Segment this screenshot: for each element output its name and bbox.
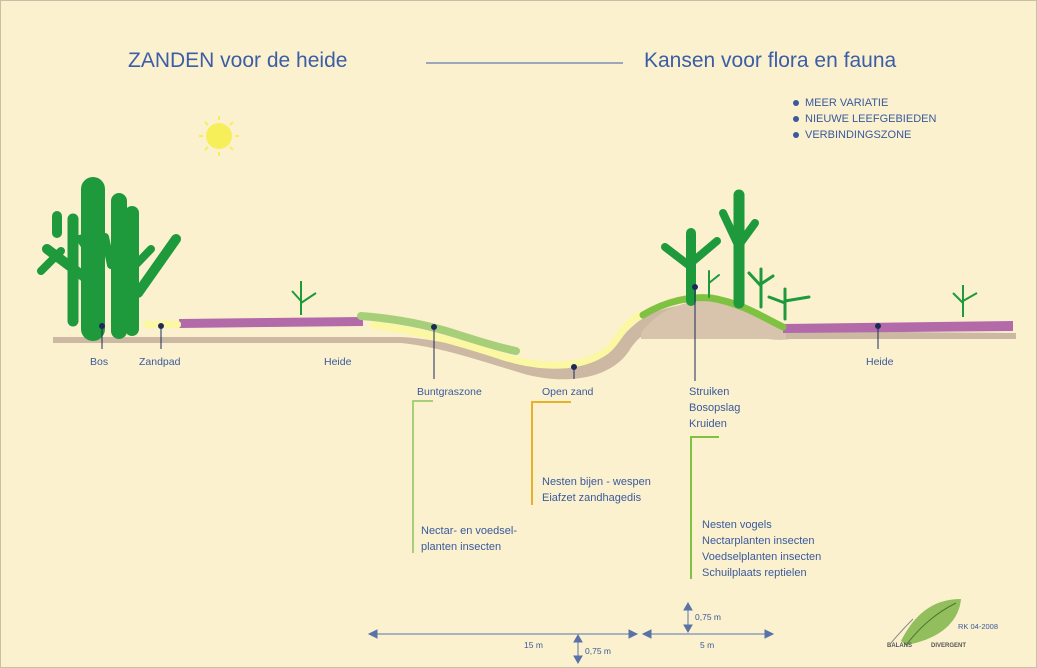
plant-icon xyxy=(952,285,978,317)
mound-grass xyxy=(639,294,787,331)
bullet-icon xyxy=(793,116,799,122)
label-heide-right: Heide xyxy=(866,356,894,368)
label-line: Struiken xyxy=(689,386,730,398)
heath-strip-right xyxy=(783,321,1013,333)
dimension-arrows xyxy=(367,601,775,665)
legend-label: MEER VARIATIE xyxy=(805,97,889,109)
title-left: ZANDEN voor de heide xyxy=(128,49,348,72)
sun-icon xyxy=(199,116,239,156)
title-right: Kansen voor flora en fauna xyxy=(644,49,897,72)
legend: MEER VARIATIE NIEUWE LEEFGEBIEDEN VERBIN… xyxy=(793,95,936,143)
note-line: Eiafzet zandhagedis xyxy=(542,492,642,504)
legend-item: MEER VARIATIE xyxy=(793,95,936,111)
note-line: Voedselplanten insecten xyxy=(702,551,822,563)
open-sand xyxy=(369,311,645,369)
dimension-width-left: 15 m xyxy=(524,640,543,650)
credit: RK 04-2008 xyxy=(958,622,999,631)
mound xyxy=(641,300,786,339)
heath-strip-left xyxy=(179,317,363,328)
label-zandpad: Zandpad xyxy=(139,356,181,368)
buntgras-zone xyxy=(357,312,520,355)
buntgras-bracket xyxy=(412,400,433,553)
label-pointers xyxy=(99,284,881,381)
label-bos: Bos xyxy=(90,356,109,368)
note-line: Nesten vogels xyxy=(702,519,772,531)
zand-bracket xyxy=(531,401,571,505)
label-heide-left: Heide xyxy=(324,356,352,368)
note-line: Nesten bijen - wespen xyxy=(542,476,651,488)
plant-icon xyxy=(291,281,317,315)
note-buntgras: Nectar- en voedsel- planten insecten xyxy=(421,523,517,555)
bullet-icon xyxy=(793,100,799,106)
tree-icon xyxy=(661,189,811,321)
struiken-bracket xyxy=(690,436,719,579)
note-line: Nectarplanten insecten xyxy=(702,535,815,547)
bullet-icon xyxy=(793,132,799,138)
ground-profile xyxy=(53,303,1016,380)
legend-label: VERBINDINGSZONE xyxy=(805,129,912,141)
dimension-width-right: 5 m xyxy=(700,640,715,650)
legend-item: VERBINDINGSZONE xyxy=(793,127,936,143)
tree-icon xyxy=(37,177,181,341)
note-struiken: Nesten vogels Nectarplanten insecten Voe… xyxy=(702,517,821,581)
dimension-depth-left: 0,75 m xyxy=(585,646,611,656)
label-struiken: Struiken Bosopslag Kruiden xyxy=(689,384,740,432)
dimension-height-right: 0,75 m xyxy=(695,612,721,622)
note-line: Schuilplaats reptielen xyxy=(702,567,807,579)
note-line: planten insecten xyxy=(421,541,502,553)
legend-item: NIEUWE LEEFGEBIEDEN xyxy=(793,111,936,127)
label-line: Bosopslag xyxy=(689,402,741,414)
note-zand: Nesten bijen - wespen Eiafzet zandhagedi… xyxy=(542,474,651,506)
logo-text-balans: BALANS xyxy=(887,643,912,649)
legend-label: NIEUWE LEEFGEBIEDEN xyxy=(805,113,937,125)
label-buntgraszone: Buntgraszone xyxy=(417,386,482,398)
label-line: Kruiden xyxy=(689,418,727,430)
label-open-zand: Open zand xyxy=(542,386,594,398)
note-line: Nectar- en voedsel- xyxy=(421,525,517,537)
leaf-logo-icon xyxy=(890,599,961,646)
logo-text-divergent: DIVERGENT xyxy=(931,643,967,649)
